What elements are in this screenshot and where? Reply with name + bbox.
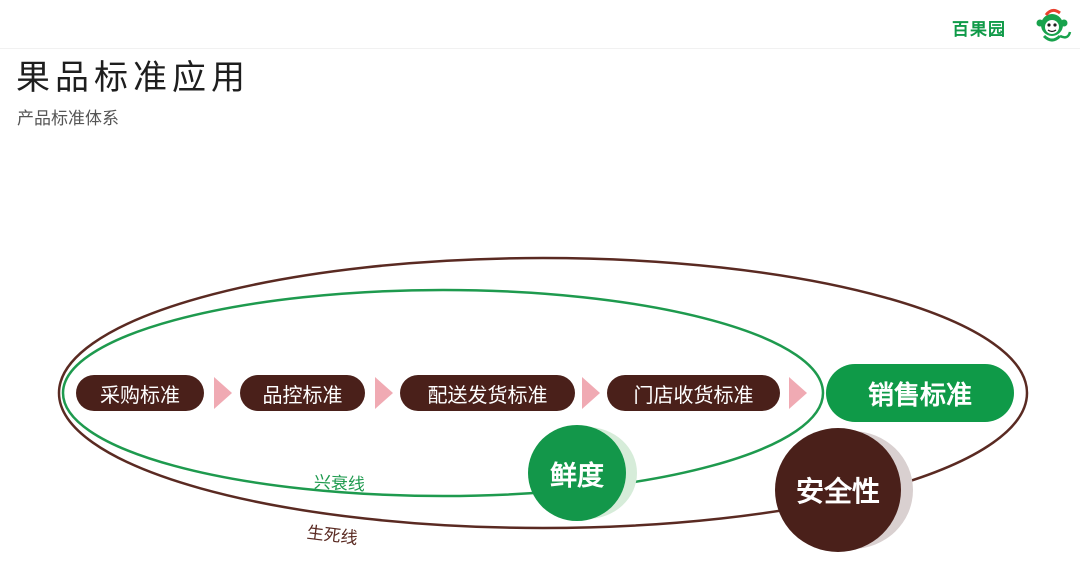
monkey-mascot-icon <box>1036 8 1072 42</box>
inner-trend-ellipse <box>61 288 825 498</box>
outer-lifeline-ellipse <box>57 256 1029 530</box>
trend-line-label: 兴衰线 <box>313 472 366 496</box>
page-subtitle: 产品标准体系 <box>17 109 119 129</box>
step-arrow-4 <box>789 377 807 409</box>
brand-name: 百果园 <box>952 20 1006 40</box>
step-arrow-3 <box>582 377 600 409</box>
top-bar: 百果园 <box>0 0 1080 49</box>
step-procurement: 采购标准 <box>76 375 204 411</box>
step-store-receiving: 门店收货标准 <box>607 375 780 411</box>
step-sales: 销售标准 <box>826 364 1014 422</box>
freshness-circle: 鲜度 <box>528 425 626 521</box>
step-arrow-2 <box>375 377 393 409</box>
brand-logo: 百果园 <box>952 6 1072 46</box>
step-arrow-1 <box>214 377 232 409</box>
page-title: 果品标准应用 <box>16 58 250 98</box>
step-delivery: 配送发货标准 <box>400 375 575 411</box>
safety-circle: 安全性 <box>775 428 901 552</box>
step-quality-control: 品控标准 <box>240 375 365 411</box>
